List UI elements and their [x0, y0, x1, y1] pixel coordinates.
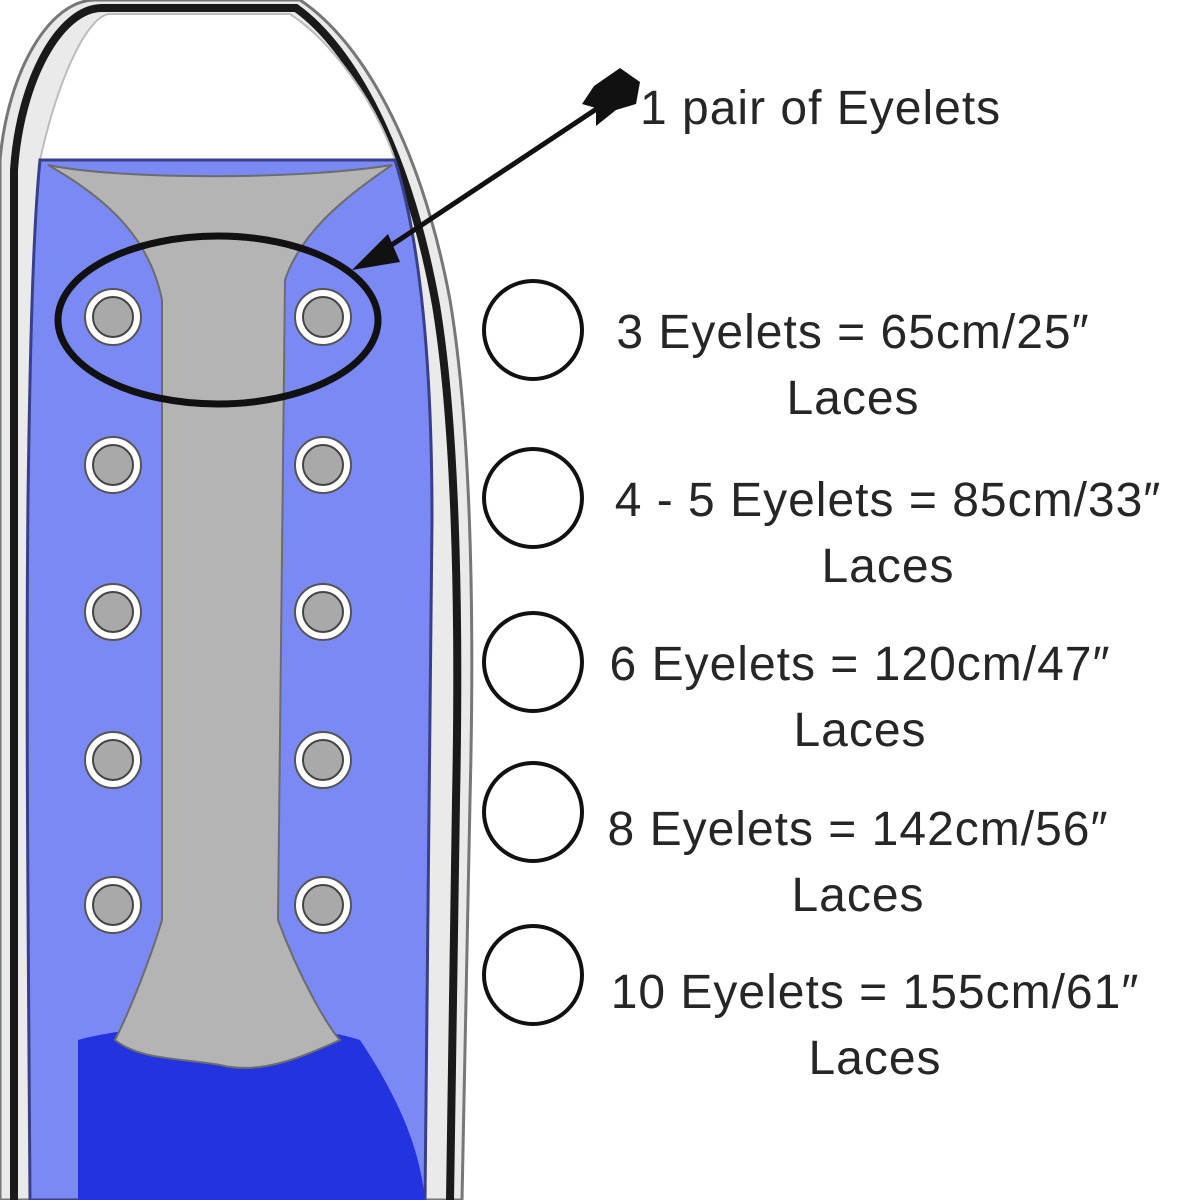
option-item[interactable]: 4 - 5 Eyelets = 85cm/33″ Laces	[482, 447, 1162, 593]
eyelet-hole	[92, 296, 134, 338]
shoe-illustration	[0, 0, 474, 1200]
option-item[interactable]: 10 Eyelets = 155cm/61″ Laces	[482, 924, 1140, 1085]
eyelet-hole	[302, 444, 344, 486]
eyelets-right	[294, 288, 352, 934]
eyelet-hole	[92, 884, 134, 926]
arrow-icon	[352, 68, 640, 270]
shoe-opening	[38, 13, 397, 161]
radio-circle-icon[interactable]	[482, 761, 584, 863]
eyelets-left	[84, 288, 142, 934]
option-sublabel: Laces	[808, 1032, 941, 1085]
radio-circle-icon[interactable]	[482, 279, 584, 381]
option-label: 10 Eyelets = 155cm/61″	[611, 966, 1140, 1019]
radio-circle-icon[interactable]	[482, 924, 584, 1026]
option-item[interactable]: 8 Eyelets = 142cm/56″ Laces	[482, 761, 1109, 922]
eyelet-hole	[302, 884, 344, 926]
options-list: 3 Eyelets = 65cm/25″ Laces 4 - 5 Eyelets…	[482, 279, 1162, 1085]
radio-circle-icon[interactable]	[482, 611, 584, 713]
eyelet-hole	[92, 444, 134, 486]
eyelet-hole	[92, 739, 134, 781]
option-sublabel: Laces	[791, 869, 924, 922]
radio-circle-icon[interactable]	[482, 447, 584, 549]
option-label: 6 Eyelets = 120cm/47″	[610, 638, 1111, 691]
eyelet-pair-highlight	[54, 232, 382, 408]
shoe-outline	[10, 4, 462, 1200]
shoe-tongue	[47, 164, 393, 1069]
option-sublabel: Laces	[821, 540, 954, 593]
shoe-toe-box	[78, 1025, 425, 1200]
option-sublabel: Laces	[786, 372, 919, 425]
eyelet-hole	[302, 739, 344, 781]
callout-label: 1 pair of Eyelets	[640, 82, 1001, 135]
option-item[interactable]: 6 Eyelets = 120cm/47″ Laces	[482, 611, 1111, 757]
eyelet-hole	[302, 296, 344, 338]
eyelet-hole	[92, 591, 134, 633]
option-item[interactable]: 3 Eyelets = 65cm/25″ Laces	[482, 279, 1090, 425]
option-label: 8 Eyelets = 142cm/56″	[608, 803, 1109, 856]
option-label: 3 Eyelets = 65cm/25″	[616, 306, 1089, 359]
option-sublabel: Laces	[793, 704, 926, 757]
eyelet-hole	[302, 591, 344, 633]
option-label: 4 - 5 Eyelets = 85cm/33″	[615, 474, 1162, 527]
